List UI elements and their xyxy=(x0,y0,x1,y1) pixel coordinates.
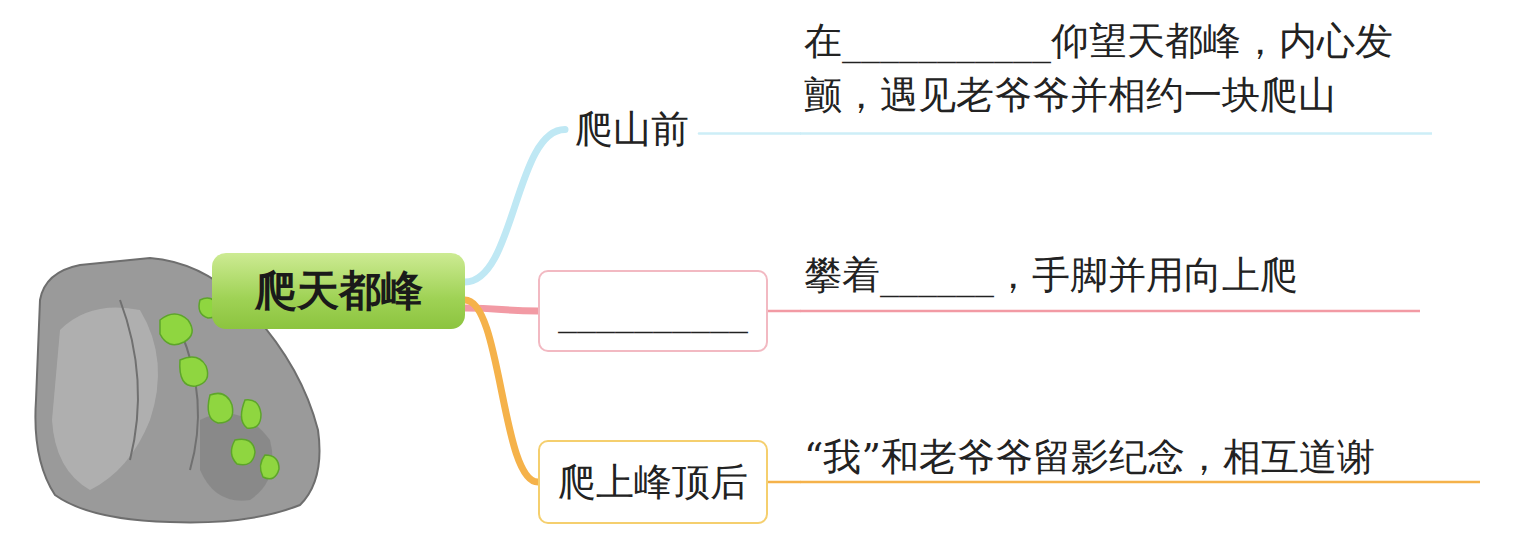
description-text: “我”和老爷爷留影纪念，相互道谢 xyxy=(800,430,1480,506)
node-text: 爬山前 xyxy=(575,104,689,155)
branch-connector xyxy=(465,300,538,482)
node-text: “我”和老爷爷留影纪念，相互道谢 xyxy=(804,430,1476,484)
branch-box: 爬上峰顶后 xyxy=(538,440,768,524)
rock-crack xyxy=(120,300,198,470)
central-topic: 爬天都峰 xyxy=(212,253,465,329)
rock-shade xyxy=(200,413,273,500)
underline-decoration xyxy=(800,132,1432,135)
branch-connector xyxy=(465,130,565,283)
node-text: 在___________仰望天都峰，内心发颤，遇见老爷爷并相约一块爬山 xyxy=(804,14,1408,122)
branch-connector xyxy=(699,132,800,135)
description-text: 攀着______，手脚并用向上爬 xyxy=(800,248,1400,330)
description-text: 在___________仰望天都峰，内心发颤，遇见老爷爷并相约一块爬山 xyxy=(800,14,1412,148)
node-text: 爬上峰顶后 xyxy=(558,457,748,508)
underline-decoration xyxy=(800,310,1420,313)
branch-box: __________ xyxy=(538,270,768,352)
node-text: 攀着______，手脚并用向上爬 xyxy=(804,248,1396,302)
node-text: 爬天都峰 xyxy=(255,263,423,319)
rock-shade xyxy=(52,308,158,491)
node-text: __________ xyxy=(558,289,748,333)
branch-connector xyxy=(768,310,800,313)
branch-connector xyxy=(768,481,800,484)
underline-decoration xyxy=(800,481,1480,484)
branch-label: 爬山前 xyxy=(565,100,699,159)
